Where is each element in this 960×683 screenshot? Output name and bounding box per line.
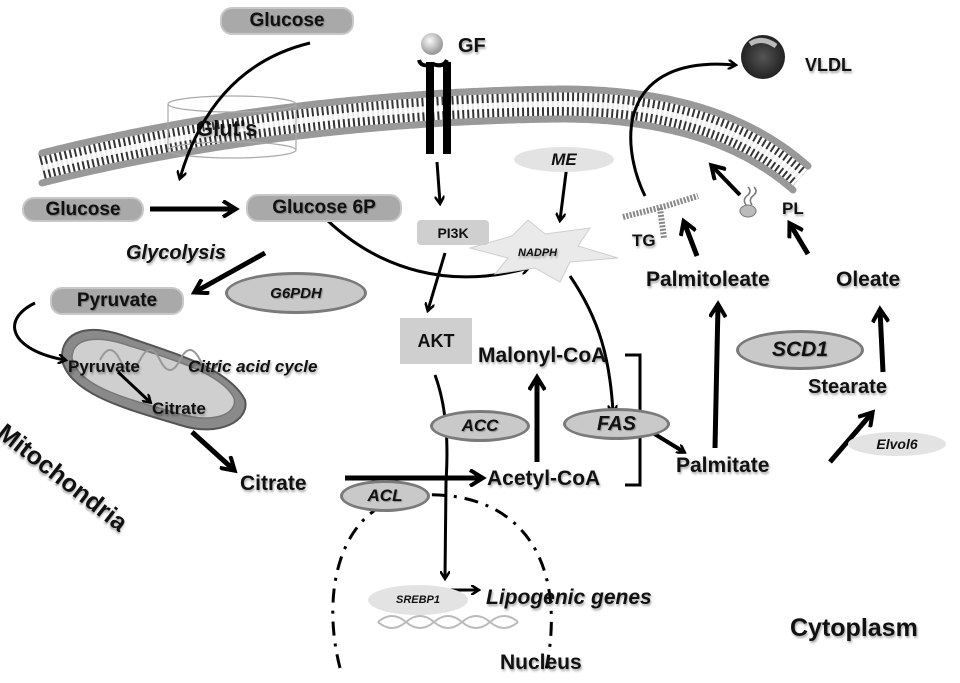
arrow-oleate-to-pl <box>790 224 811 256</box>
nadph-star <box>468 219 619 283</box>
label-lipogenic-genes: Lipogenic genes <box>486 586 652 609</box>
membrane-visual <box>38 85 812 194</box>
arrow-glucose-import <box>180 41 311 178</box>
enzyme-elovl6: Elvol6 <box>848 432 946 456</box>
label-gluts: Glut's <box>196 116 258 141</box>
node-glucose-extracellular: Glucose <box>220 7 354 35</box>
arrow-gf-to-pi3k <box>437 161 440 203</box>
arrow-palmitoleate-to-tg <box>684 222 700 257</box>
node-palmitate: Palmitate <box>676 454 770 477</box>
arrow-palmitate-to-palmitoleate <box>715 305 718 449</box>
node-pyruvate: Pyruvate <box>50 287 184 315</box>
arrow-glycolysis <box>195 250 267 292</box>
label-pl: PL <box>782 199 804 218</box>
label-cytoplasm: Cytoplasm <box>790 614 918 642</box>
enzyme-g6pdh: G6PDH <box>225 272 367 314</box>
label-citrate-mito: Citrate <box>152 399 206 418</box>
label-glycolysis: Glycolysis <box>126 242 227 264</box>
arrow-pi3k-to-akt <box>428 252 447 310</box>
enzyme-acl: ACL <box>340 480 430 512</box>
enzyme-fas: FAS <box>563 408 670 440</box>
arrow-pyruvate-to-mito <box>13 301 65 360</box>
node-glucose-6p: Glucose 6P <box>246 194 402 222</box>
node-stearate: Stearate <box>808 376 887 398</box>
pl-molecule <box>739 186 757 218</box>
arrow-nadph-to-fas <box>568 275 613 412</box>
node-oleate: Oleate <box>836 268 901 291</box>
label-pyruvate-mito: Pyruvate <box>68 357 140 376</box>
arrow-stearate-to-oleate <box>880 310 883 373</box>
arrow-me-to-nadph <box>560 164 569 220</box>
enzyme-me: ME <box>514 147 614 172</box>
node-pi3k: PI3K <box>417 220 489 245</box>
enzyme-acc: ACC <box>430 410 530 442</box>
label-nucleus: Nucleus <box>500 651 582 674</box>
arrow-pl-to-membrane <box>712 166 742 197</box>
arrows <box>13 41 883 605</box>
node-nadph: NADPH <box>518 247 558 259</box>
mitochondrion <box>60 328 247 431</box>
node-srebp1: SREBP1 <box>368 585 468 615</box>
arrow-citrate-export <box>190 430 234 470</box>
node-akt: AKT <box>400 318 472 364</box>
glut-transporter <box>167 95 297 159</box>
node-glucose: Glucose <box>22 197 144 222</box>
nucleus-boundary <box>331 493 553 676</box>
arrow-tg-to-vldl <box>629 64 735 197</box>
label-citric-acid-cycle: Citric acid cycle <box>188 357 318 376</box>
arrow-palmitate-to-stearate <box>828 413 872 464</box>
gf-receptor <box>417 33 451 154</box>
node-malonyl-coa: Malonyl-CoA <box>478 344 607 367</box>
node-citrate: Citrate <box>240 472 307 495</box>
label-gf: GF <box>458 35 486 57</box>
label-tg: TG <box>632 231 656 250</box>
arrow-g6p-to-nadph <box>325 218 528 279</box>
tg-molecule <box>622 193 699 239</box>
enzyme-scd1: SCD1 <box>736 330 864 370</box>
node-acetyl-coa: Acetyl-CoA <box>487 467 601 490</box>
dna-helix <box>377 615 519 629</box>
label-vldl: VLDL <box>805 55 852 75</box>
node-palmitoleate: Palmitoleate <box>646 268 770 291</box>
arrow-mito-pyruvate-to-citrate <box>116 370 150 402</box>
